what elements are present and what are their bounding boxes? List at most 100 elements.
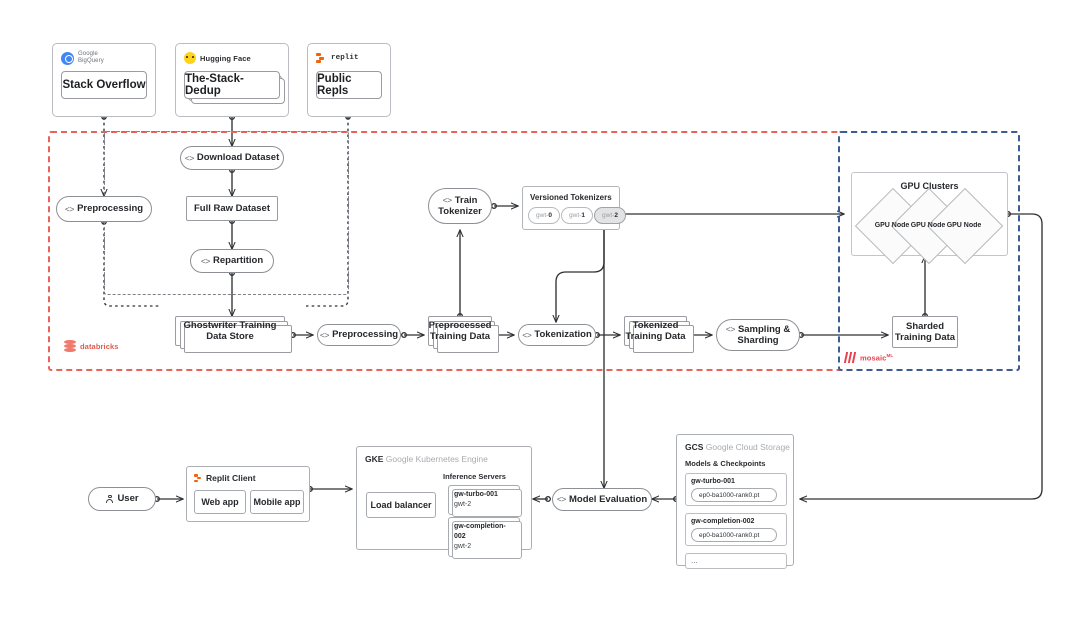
code-icon: <> xyxy=(200,255,211,266)
gke-name: Google Kubernetes Engine xyxy=(385,454,488,464)
mosaicml-logo-label: mosaicML xyxy=(843,352,894,363)
code-icon: <> xyxy=(64,203,75,214)
code-icon: <> xyxy=(319,329,330,340)
node-sampling-sharding[interactable]: <>Sampling & Sharding xyxy=(716,319,800,351)
dataset-stack-overflow[interactable]: Stack Overflow xyxy=(61,71,147,99)
node-ghostwriter-training-data-store[interactable]: Ghostwriter Training Data Store xyxy=(175,316,292,353)
tokenizer-chip-gwt-1[interactable]: gwt-1 xyxy=(561,207,593,224)
tokenizer-chip-gwt-2[interactable]: gwt-2 xyxy=(594,207,626,224)
inference-server-gw-completion-002[interactable]: gw-completion-002 gwt-2 xyxy=(448,517,522,560)
versioned-tokenizers-title: Versioned Tokenizers xyxy=(530,193,612,202)
checkpoint-file[interactable]: ep0-ba1000-rank0.pt xyxy=(691,488,779,504)
node-full-raw-dataset[interactable]: Full Raw Dataset xyxy=(186,196,278,221)
gke-panel: GKE Google Kubernetes Engine Inference S… xyxy=(356,446,532,560)
tokenized-line-1: Tokenized xyxy=(632,319,679,331)
checkpoint-group-name: gw-completion-002 xyxy=(691,518,755,525)
mosaicml-label: mosaic xyxy=(860,353,887,363)
gpu-node-label-3: GPU Node xyxy=(946,222,982,229)
inference-servers-title: Inference Servers xyxy=(443,472,506,481)
mosaicml-logo xyxy=(843,352,857,363)
server-tokenizer: gwt-2 xyxy=(454,501,472,509)
node-preprocessing-stackoverflow-label: Preprocessing xyxy=(77,203,144,215)
train-tokenizer-line-2: Tokenizer xyxy=(438,206,482,217)
gpu-clusters-panel: GPU Clusters GPU Node GPU Node GPU Node xyxy=(851,172,1008,265)
node-user[interactable]: User xyxy=(88,487,156,511)
node-tokenized-training-data[interactable]: Tokenized Training Data xyxy=(624,316,694,353)
node-download-dataset-label: Download Dataset xyxy=(196,152,280,164)
replit-client-header: Replit Client xyxy=(194,473,256,483)
gcs-title: GCS Google Cloud Storage xyxy=(685,442,790,452)
sampling-line-1: Sampling & xyxy=(737,323,791,335)
node-train-tokenizer[interactable]: <>Train Tokenizer xyxy=(428,188,492,224)
sharded-line-1: Sharded xyxy=(905,320,944,332)
source-card-bigquery[interactable]: Google BigQuery Stack Overflow xyxy=(52,43,156,117)
chip-version: 0 xyxy=(548,212,552,219)
node-preprocessed-training-data[interactable]: Preprocessed Training Data xyxy=(428,316,499,353)
load-balancer-box[interactable]: Load balancer xyxy=(366,492,436,518)
chip-version: 2 xyxy=(614,212,618,219)
code-icon: <> xyxy=(556,494,567,505)
bigquery-icon xyxy=(61,51,74,65)
gcs-panel: GCS Google Cloud Storage Models & Checkp… xyxy=(676,434,794,569)
checkpoint-group-gw-turbo-001[interactable]: gw-turbo-001 ep0-ba1000-rank0.pt xyxy=(685,473,787,506)
hugging-face-brand: Hugging Face xyxy=(184,51,280,65)
chip-prefix: gwt- xyxy=(602,212,615,219)
replit-brand: replit xyxy=(316,51,382,65)
models-checkpoints-title: Models & Checkpoints xyxy=(685,459,766,468)
replit-client-title: Replit Client xyxy=(206,473,256,483)
checkpoint-file[interactable]: ep0-ba1000-rank0.pt xyxy=(691,528,779,544)
dataset-public-repls[interactable]: Public Repls xyxy=(316,71,382,99)
node-tokenization-label: Tokenization xyxy=(534,329,592,341)
sharded-line-2: Training Data xyxy=(894,332,956,343)
node-preprocessing-label: Preprocessing xyxy=(332,329,399,341)
node-tokenization[interactable]: <> Tokenization xyxy=(518,324,596,346)
node-model-evaluation-label: Model Evaluation xyxy=(569,493,648,505)
node-full-raw-dataset-label: Full Raw Dataset xyxy=(193,202,271,214)
code-icon: <> xyxy=(725,323,736,334)
databricks-logo-label: databricks xyxy=(64,340,119,352)
replit-client-panel: Replit Client Web app Mobile app xyxy=(186,466,310,522)
server-name: gw-turbo-001 xyxy=(454,491,498,498)
sampling-line-2: Sharding xyxy=(737,335,779,346)
checkpoint-group-name: gw-turbo-001 xyxy=(691,478,735,485)
code-icon: <> xyxy=(522,329,532,340)
chip-prefix: gwt- xyxy=(569,212,582,219)
source-card-replit[interactable]: replit Public Repls xyxy=(307,43,391,117)
bigquery-brand-line1: Google xyxy=(78,51,98,58)
versioned-tokenizers-panel: Versioned Tokenizers gwt-0 gwt-1 gwt-2 xyxy=(522,186,626,230)
databricks-label: databricks xyxy=(80,341,119,351)
preprocessed-line-2: Training Data xyxy=(429,331,491,342)
node-preprocessing-stackoverflow[interactable]: <> Preprocessing xyxy=(56,196,152,222)
code-icon: <> xyxy=(184,152,195,163)
source-card-hugging-face[interactable]: Hugging Face The-Stack-Dedup xyxy=(175,43,289,117)
node-download-dataset[interactable]: <> Download Dataset xyxy=(180,146,284,170)
inference-server-gw-turbo-001[interactable]: gw-turbo-001 gwt-2 xyxy=(448,485,522,518)
checkpoint-group-more[interactable]: ... xyxy=(685,553,787,569)
dataset-the-stack-dedup[interactable]: The-Stack-Dedup xyxy=(184,71,285,104)
replit-icon xyxy=(194,474,203,483)
hugging-face-icon xyxy=(184,52,196,64)
replit-brand-label: replit xyxy=(331,54,359,62)
gpu-clusters-title: GPU Clusters xyxy=(900,181,959,191)
store-line-2: Data Store xyxy=(206,331,254,342)
hugging-face-brand-label: Hugging Face xyxy=(200,53,251,63)
checkpoint-group-ellipsis: ... xyxy=(691,556,698,565)
chip-prefix: gwt- xyxy=(536,212,549,219)
node-repartition-label: Repartition xyxy=(213,255,264,267)
user-icon xyxy=(105,494,114,504)
replit-mobile-app-button[interactable]: Mobile app xyxy=(250,490,304,514)
node-sharded-training-data[interactable]: Sharded Training Data xyxy=(892,316,958,348)
mosaicml-superscript: ML xyxy=(886,352,894,358)
node-repartition[interactable]: <> Repartition xyxy=(190,249,274,273)
train-tokenizer-line-1: Train xyxy=(454,194,478,206)
tokenizer-chip-gwt-0[interactable]: gwt-0 xyxy=(528,207,560,224)
gke-title: GKE Google Kubernetes Engine xyxy=(365,454,488,464)
gke-abbr: GKE xyxy=(365,454,384,464)
gcs-abbr: GCS xyxy=(685,442,704,452)
checkpoint-group-gw-completion-002[interactable]: gw-completion-002 ep0-ba1000-rank0.pt xyxy=(685,513,787,546)
tokenized-line-2: Training Data xyxy=(625,331,686,342)
node-preprocessing[interactable]: <> Preprocessing xyxy=(317,324,401,346)
replit-web-app-button[interactable]: Web app xyxy=(194,490,246,514)
node-model-evaluation[interactable]: <> Model Evaluation xyxy=(552,488,652,511)
